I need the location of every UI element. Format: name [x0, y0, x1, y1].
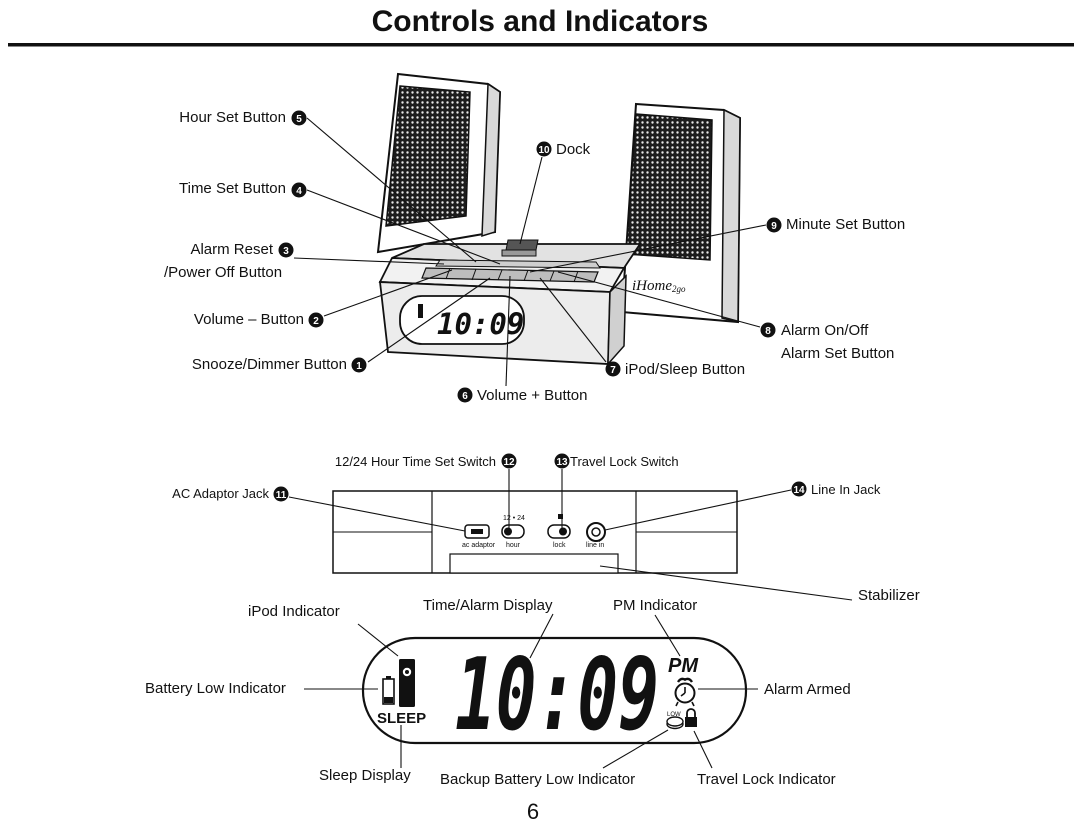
label-ac-adaptor-jack: AC Adaptor Jack — [172, 486, 269, 501]
marker-2: 2 — [308, 312, 324, 328]
svg-text:2: 2 — [313, 316, 319, 327]
page-title: Controls and Indicators — [372, 5, 709, 38]
svg-text:ac adaptor: ac adaptor — [462, 542, 496, 549]
marker-9: 9 — [766, 217, 782, 233]
label-backup-battery-low-indicator: Backup Battery Low Indicator — [440, 771, 635, 788]
svg-text:lock: lock — [553, 542, 566, 549]
alarm-clock-icon — [674, 677, 696, 707]
display-panel: SLEEP 10:09 PM LOW — [361, 636, 748, 753]
title-rule — [8, 43, 1074, 47]
lock-icon — [685, 708, 697, 727]
label-time-set-button: Time Set Button — [179, 180, 286, 197]
marker-12: 12 — [501, 453, 517, 469]
marker-11: 11 — [273, 486, 289, 502]
svg-text:10: 10 — [538, 145, 550, 156]
coin-battery-icon — [666, 716, 684, 730]
label-alarm-reset: Alarm Reset — [190, 241, 273, 258]
svg-text:5: 5 — [296, 114, 302, 125]
label-alarm-set-button: Alarm Set Button — [781, 345, 894, 362]
marker-3: 3 — [278, 242, 294, 258]
label-stabilizer: Stabilizer — [858, 587, 920, 604]
marker-7: 7 — [605, 361, 621, 377]
label-ipod-sleep-button: iPod/Sleep Button — [625, 361, 745, 378]
small-clock-readout: 10:09 — [437, 307, 524, 341]
svg-text:11: 11 — [276, 490, 287, 501]
label-alarm-armed: Alarm Armed — [764, 681, 851, 698]
svg-text:3: 3 — [283, 246, 289, 257]
label-snooze-dimmer-button: Snooze/Dimmer Button — [192, 356, 347, 373]
pm-indicator: PM — [668, 655, 699, 677]
svg-text:7: 7 — [610, 365, 616, 376]
label-hour-time-set-switch: 12/24 Hour Time Set Switch — [335, 454, 496, 469]
rear-panel: ac adaptor 12 • 24 hour lock line in — [332, 490, 738, 574]
label-minute-set-button: Minute Set Button — [786, 216, 905, 233]
label-time-alarm-display: Time/Alarm Display — [423, 597, 553, 614]
marker-14: 14 — [791, 481, 807, 497]
battery-low-indicator-glyph — [382, 676, 395, 705]
svg-text:6: 6 — [462, 391, 468, 402]
label-alarm-on-off: Alarm On/Off — [781, 322, 869, 339]
sleep-indicator: SLEEP — [377, 710, 426, 727]
svg-text:14: 14 — [793, 485, 805, 496]
svg-text:12: 12 — [503, 457, 515, 468]
label-line-in-jack: Line In Jack — [811, 482, 881, 497]
svg-text:12 • 24: 12 • 24 — [503, 515, 525, 522]
time-alarm-display-digits: 10:09 — [455, 636, 659, 753]
speaker-dock-illustration: iHome2go 10:09 — [376, 72, 742, 367]
label-power-off-button: /Power Off Button — [164, 264, 282, 281]
ipod-indicator-glyph — [399, 659, 415, 707]
label-ipod-indicator: iPod Indicator — [248, 603, 340, 620]
svg-text:hour: hour — [506, 542, 521, 549]
label-dock: Dock — [556, 141, 591, 158]
marker-4: 4 — [291, 182, 307, 198]
marker-13: 13 — [554, 453, 570, 469]
svg-text:9: 9 — [771, 221, 777, 232]
svg-text:line in: line in — [586, 542, 604, 549]
backup-battery-low-label: LOW — [667, 712, 681, 718]
label-travel-lock-indicator: Travel Lock Indicator — [697, 771, 836, 788]
svg-text:4: 4 — [296, 186, 302, 197]
marker-6: 6 — [457, 387, 473, 403]
brand-logo: iHome2go — [632, 278, 686, 294]
label-pm-indicator: PM Indicator — [613, 597, 697, 614]
marker-8: 8 — [760, 322, 776, 338]
svg-text:13: 13 — [556, 457, 568, 468]
label-sleep-display: Sleep Display — [319, 767, 411, 784]
label-volume-plus-button: Volume + Button — [477, 387, 588, 404]
marker-1: 1 — [351, 357, 367, 373]
marker-10: 10 — [536, 141, 552, 157]
label-travel-lock-switch: Travel Lock Switch — [570, 454, 679, 469]
label-battery-low-indicator: Battery Low Indicator — [145, 680, 286, 697]
marker-5: 5 — [291, 110, 307, 126]
svg-text:1: 1 — [356, 361, 362, 372]
label-volume-minus-button: Volume – Button — [194, 311, 304, 328]
svg-text:8: 8 — [765, 326, 771, 337]
page-number: 6 — [527, 799, 539, 824]
label-hour-set-button: Hour Set Button — [179, 109, 286, 126]
